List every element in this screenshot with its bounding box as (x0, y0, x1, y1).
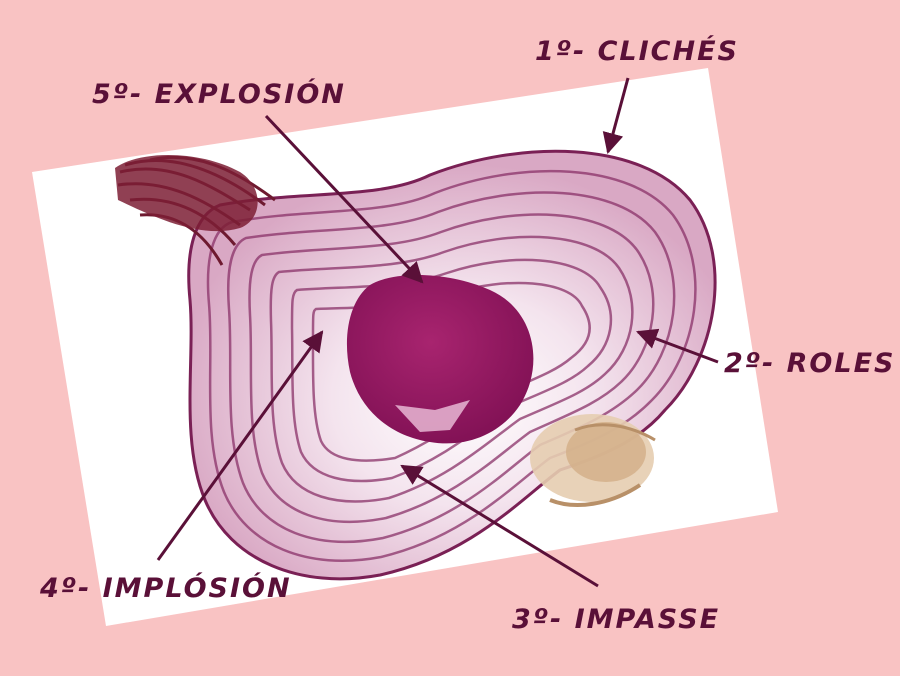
arrows (156, 77, 719, 588)
arrow-impasse (400, 464, 599, 588)
label-cliches: 1º- CLICHÉS (535, 36, 739, 67)
onion-ring (269, 235, 634, 503)
onion-core-facet (395, 400, 470, 432)
arrow-explosion (264, 114, 424, 284)
arrow-cliches (602, 77, 630, 155)
onion-illustration (115, 149, 717, 581)
onion-core (346, 274, 534, 444)
arrow-roles (636, 328, 719, 364)
label-implosion: 4º- IMPLÓSIÓN (40, 573, 292, 604)
onion-stem-tip (115, 154, 258, 232)
onion-root (530, 414, 656, 507)
arrow-implosion (156, 330, 324, 561)
label-explosion: 5º- EXPLOSIÓN (92, 79, 346, 110)
label-roles: 2º- ROLES (724, 348, 896, 379)
label-impasse: 3º- IMPASSE (512, 604, 721, 635)
onion-ring (248, 213, 655, 523)
